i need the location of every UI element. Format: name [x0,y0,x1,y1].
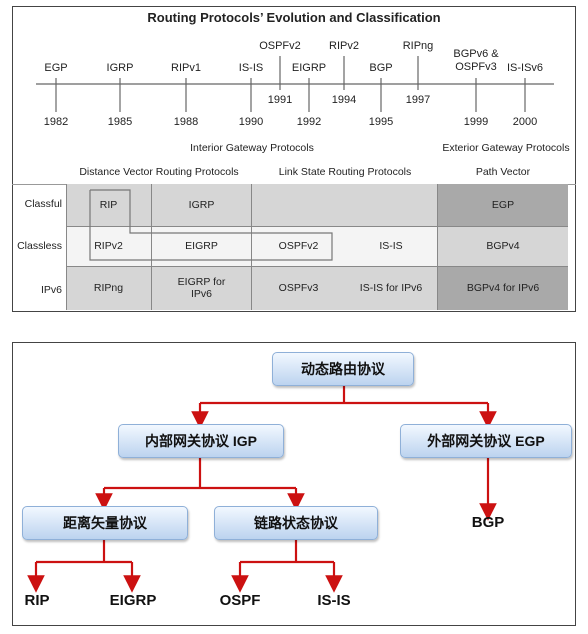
row-label-classful: Classful [24,198,62,210]
node-ls: 链路状态协议 [214,506,378,540]
cell-ipv6-ls2: IS-IS for IPv6 [345,266,438,310]
event-label-bgp: BGP [369,62,393,74]
node-egp: 外部网关协议 EGP [400,424,572,458]
row-divider-1 [66,226,568,227]
event-label-bgpv6-ospfv3: BGPv6 & OSPFv3 [453,48,499,73]
row-divider-2 [66,266,568,267]
leaf-rip: RIP [24,592,50,609]
cell-classless-pv: BGPv4 [438,226,568,266]
row-label-ipv6: IPv6 [40,284,62,296]
timeline-title: Routing Protocols’ Evolution and Classif… [147,10,441,25]
event-year-1990: 1990 [238,116,264,128]
event-year-1992: 1992 [296,116,322,128]
event-label-ripv2: RIPv2 [329,40,359,52]
event-label-isis: IS-IS [238,62,264,74]
event-year-1982: 1982 [43,116,69,128]
event-label-eigrp: EIGRP [291,62,327,74]
event-year-1997: 1997 [405,94,431,106]
grid-left-border [66,184,67,310]
node-dv: 距离矢量协议 [22,506,188,540]
cell-ipv6-dv1: RIPng [66,266,152,310]
classless-highlight-outline [89,189,333,261]
cell-classful-dv2: IGRP [152,184,252,226]
event-year-1991: 1991 [267,94,293,106]
cell-ipv6-ls1: OSPFv3 [252,266,345,310]
event-year-1985: 1985 [107,116,133,128]
highlight-outline-svg [89,189,333,261]
leaf-eigrp: EIGRP [109,592,157,609]
cell-classful-pv: EGP [438,184,568,226]
cell-classless-ls2: IS-IS [345,226,438,266]
leaf-bgp: BGP [471,514,505,531]
event-label-ripng: RIPng [402,40,434,52]
tree-panel [12,342,576,626]
pv-header: Path Vector [475,166,531,178]
dv-header: Distance Vector Routing Protocols [79,166,239,178]
ls-header: Link State Routing Protocols [278,166,412,178]
event-label-ripv1: RIPv1 [171,62,201,74]
event-label-igrp: IGRP [106,62,134,74]
cell-ipv6-pv: BGPv4 for IPv6 [438,266,568,310]
event-year-1994: 1994 [331,94,357,106]
leaf-ospf: OSPF [219,592,261,609]
event-year-1995: 1995 [368,116,394,128]
igp-header: Interior Gateway Protocols [190,142,314,154]
event-year-1999: 1999 [463,116,489,128]
event-label-isisv6: IS-ISv6 [506,62,544,74]
row-label-classless: Classless [17,240,62,252]
event-label-ospfv2: OSPFv2 [259,40,301,52]
timeline-ticks [55,56,526,112]
timeline-axis-svg [36,56,554,112]
event-year-2000: 2000 [512,116,538,128]
event-year-1988: 1988 [173,116,199,128]
node-root: 动态路由协议 [272,352,414,386]
cell-classful-ls [252,184,438,226]
event-label-egp: EGP [44,62,68,74]
cell-ipv6-dv2: EIGRP for IPv6 [152,266,252,310]
cell-classful-dv1: RIP [66,184,152,226]
leaf-isis: IS-IS [317,592,351,609]
node-igp: 内部网关协议 IGP [118,424,284,458]
egp-header: Exterior Gateway Protocols [442,142,570,154]
